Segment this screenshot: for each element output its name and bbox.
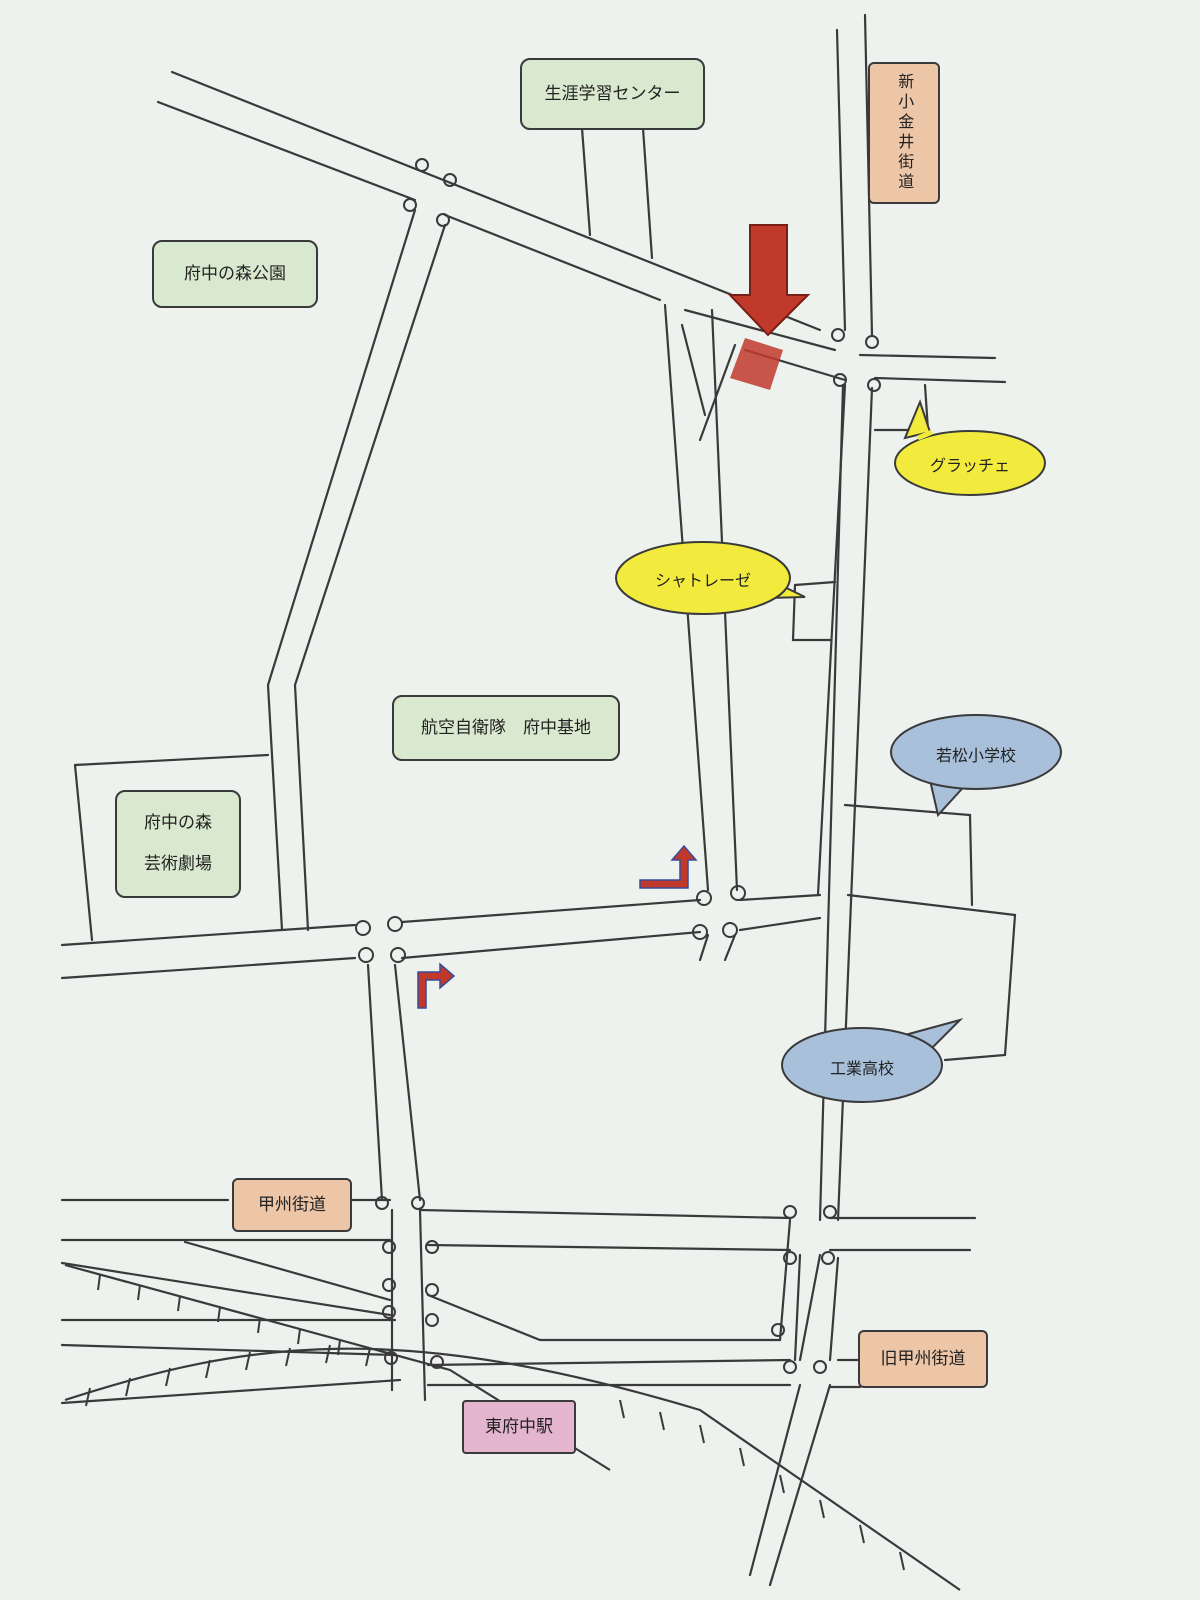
railway-ties bbox=[85, 1274, 905, 1571]
wakamatsu-school-label: 若松小学校 bbox=[935, 746, 1016, 765]
lifelong-learning-center-label: 生涯学習センター bbox=[520, 58, 705, 130]
air-base-label: 航空自衛隊 府中基地 bbox=[392, 695, 620, 761]
traffic-signals bbox=[355, 158, 881, 1374]
arts-theater-line2: 芸術劇場 bbox=[144, 854, 212, 874]
gracie-bubble bbox=[894, 399, 1046, 496]
arts-theater-label: 府中の森 芸術劇場 bbox=[115, 790, 241, 898]
fuchu-no-mori-park-label: 府中の森公園 bbox=[152, 240, 318, 308]
gracie-label: グラッチェ bbox=[929, 456, 1010, 475]
wakamatsu-school-bubble bbox=[890, 714, 1062, 818]
arts-theater-line1: 府中の森 bbox=[144, 813, 212, 834]
kyu-koshu-kaido-label: 旧甲州街道 bbox=[858, 1330, 988, 1388]
destination-marker bbox=[727, 224, 811, 390]
technical-high-school-bubble bbox=[781, 1018, 964, 1103]
chateraise-bubble bbox=[615, 541, 806, 615]
chateraise-label: シャトレーゼ bbox=[654, 571, 751, 590]
higashi-fuchu-station-label: 東府中駅 bbox=[462, 1400, 576, 1454]
shin-koganei-kaido-label: 新小金井街道 bbox=[868, 62, 940, 204]
technical-high-school-label: 工業高校 bbox=[829, 1059, 894, 1078]
turn-arrow-icon bbox=[417, 962, 456, 1009]
turn-arrow-icon bbox=[639, 844, 698, 889]
koshu-kaido-label: 甲州街道 bbox=[232, 1178, 352, 1232]
